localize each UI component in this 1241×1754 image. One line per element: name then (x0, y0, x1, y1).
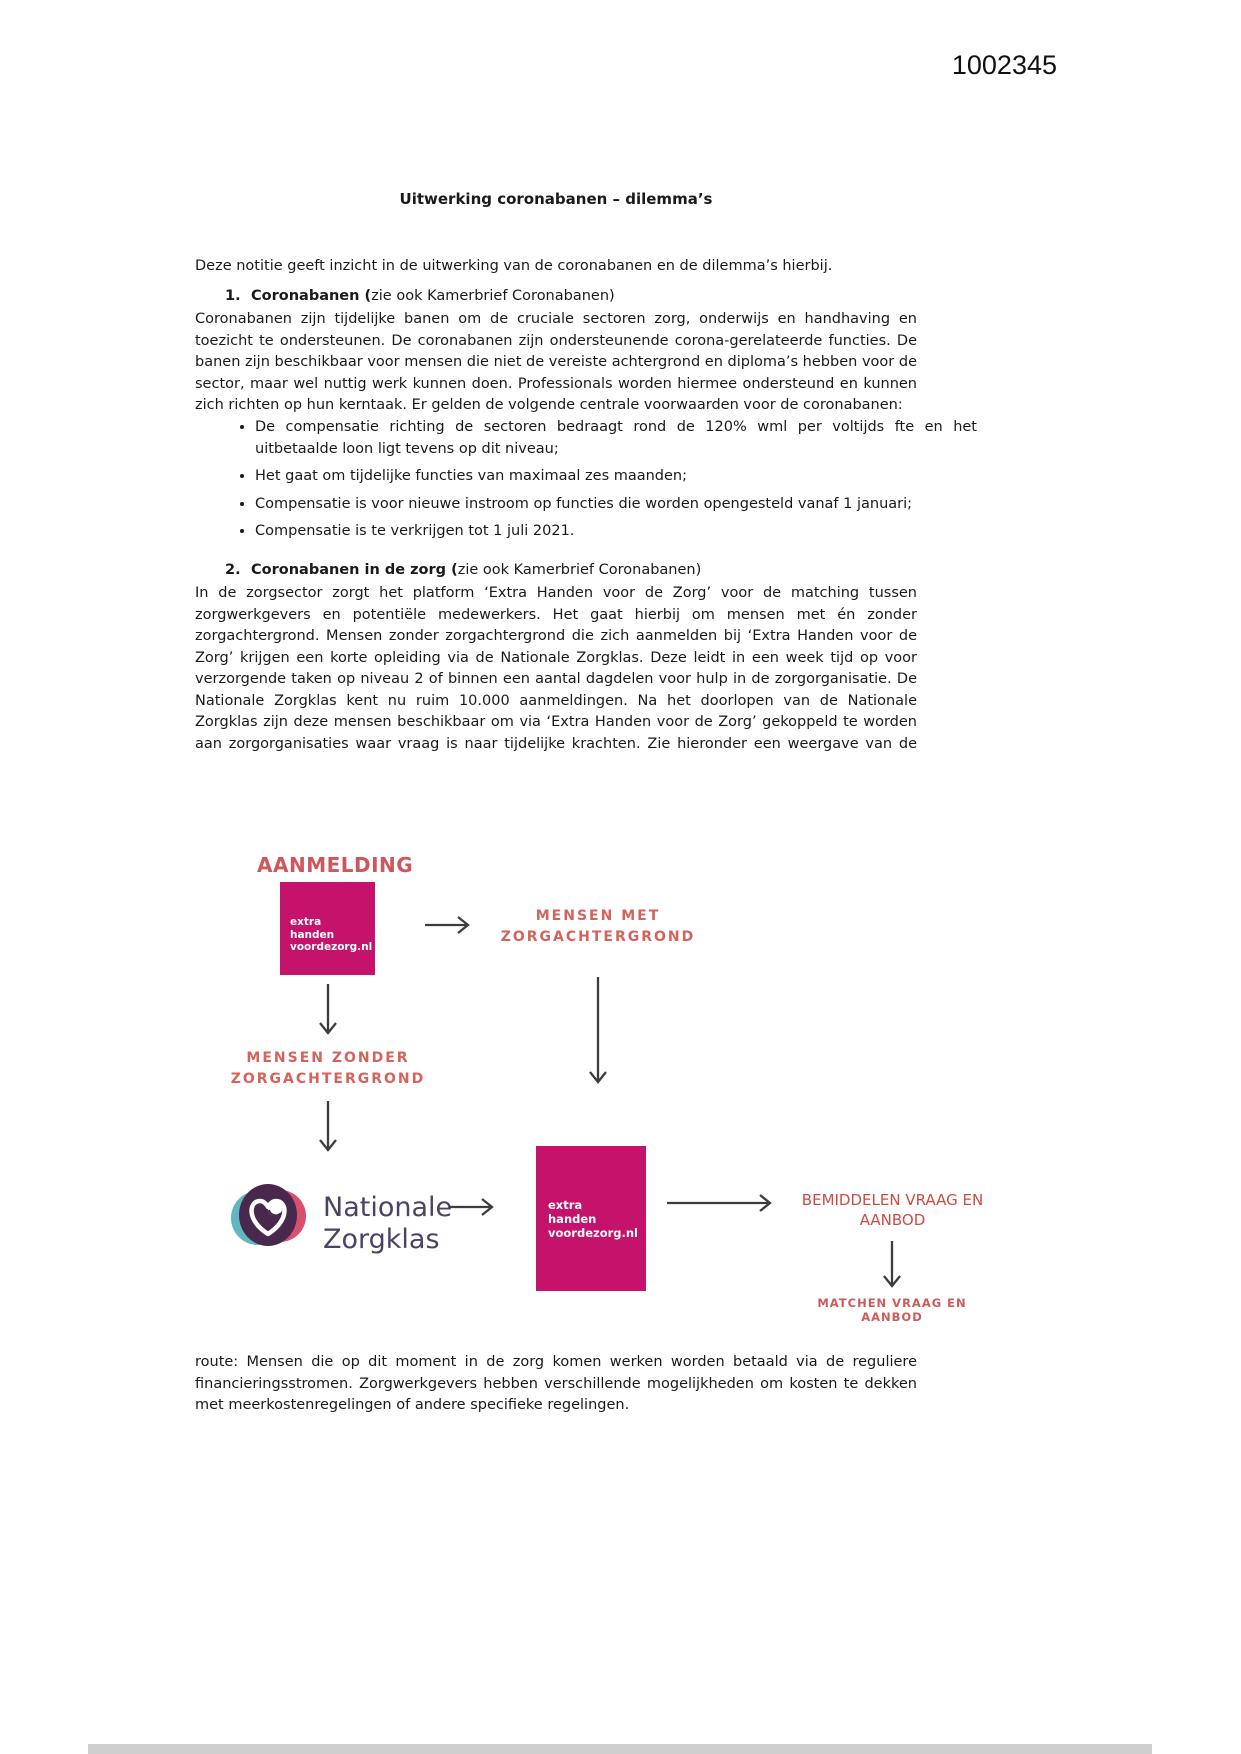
route-paragraph: route: Mensen die op dit moment in de zo… (195, 1354, 917, 1413)
arrow-down-icon (587, 976, 609, 1094)
diagram-title: AANMELDING (257, 853, 414, 877)
label-mensen-zonder-zorgachtergrond: MENSEN ZONDER ZORGACHTERGROND (230, 1050, 426, 1087)
intro-paragraph: Deze notitie geeft inzicht in de uitwerk… (195, 258, 833, 274)
nationale-zorgklas-logo (228, 1176, 308, 1260)
section2-paragraph: In de zorgsector zorgt het platform ‘Ext… (195, 585, 917, 752)
arrow-down-icon (317, 1100, 339, 1162)
arrow-right-icon (666, 1192, 778, 1218)
page-bottom-scan-edge (88, 1744, 1152, 1754)
section1-number: 1. (225, 288, 241, 304)
bullet-item: Compensatie is te verkrijgen tot 1 juli … (255, 521, 977, 543)
bullet-item: Compensatie is voor nieuwe instroom op f… (255, 494, 977, 516)
section1-paragraph: Coronabanen zijn tijdelijke banen om de … (195, 311, 917, 413)
label-bemiddelen-vraag-en-aanbod: BEMIDDELEN VRAAG EN AANBOD (801, 1191, 984, 1229)
section2-heading-bold: Coronabanen in de zorg ( (251, 562, 458, 578)
section1-bullet-list: De compensatie richting de sectoren bedr… (195, 417, 977, 549)
section1-heading-rest: zie ook Kamerbrief Coronabanen) (371, 288, 615, 304)
section2-heading: 2. Coronabanen in de zorg (zie ook Kamerb… (195, 560, 947, 582)
section2-heading-rest: zie ook Kamerbrief Coronabanen) (457, 562, 702, 578)
extra-handen-logo-text: extra handen voordezorg.nl (290, 916, 373, 953)
arrow-down-icon (881, 1240, 903, 1298)
page-number: 1002345 (951, 50, 1057, 80)
arrow-right-icon (448, 1196, 500, 1222)
section1-heading: 1. Coronabanen (zie ook Kamerbrief Corona… (195, 286, 947, 308)
extra-handen-logo-text: extra handen voordezorg.nl (548, 1198, 638, 1240)
arrow-down-icon (317, 983, 339, 1045)
bullet-item: Het gaat om tijdelijke functies van maxi… (255, 466, 977, 488)
document-title: Uitwerking coronabanen – dilemma’s (399, 190, 713, 208)
nationale-zorgklas-label: Nationale Zorgklas (323, 1192, 453, 1255)
section2-number: 2. (225, 562, 241, 578)
label-matchen-vraag-en-aanbod: MATCHEN VRAAG EN AANBOD (817, 1296, 967, 1324)
label-mensen-met-zorgachtergrond: MENSEN MET ZORGACHTERGROND (500, 908, 696, 945)
section1-heading-bold: Coronabanen ( (251, 288, 372, 304)
arrow-right-icon (424, 914, 476, 940)
extra-handen-logo-box: extra handen voordezorg.nl (280, 882, 375, 975)
extra-handen-logo-box: extra handen voordezorg.nl (536, 1146, 646, 1291)
bullet-item: De compensatie richting de sectoren bedr… (255, 417, 977, 460)
